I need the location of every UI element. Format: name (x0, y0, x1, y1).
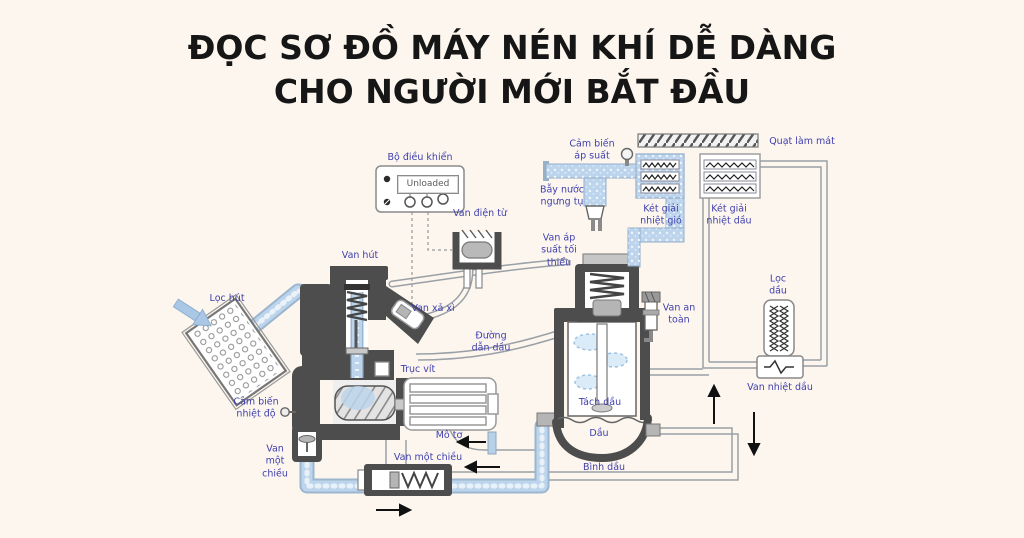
discharge-pipe (543, 161, 649, 231)
cooling-fan (637, 133, 759, 148)
temperature-sensor (280, 407, 296, 417)
controller-wiring (411, 212, 452, 319)
shaft-seal (374, 361, 390, 377)
blow-off-valve (390, 299, 425, 330)
air-inlet-arrow (172, 298, 212, 327)
min-pressure-valve (575, 253, 641, 322)
title-line-2: CHO NGƯỜI MỚI BẮT ĐẦU (273, 72, 751, 111)
flow-arrows (376, 383, 761, 517)
motor (403, 377, 499, 431)
check-valve-left (292, 426, 322, 462)
oil-filter (763, 299, 795, 365)
solenoid-valve (452, 229, 502, 289)
title-line-1: ĐỌC SƠ ĐỒ MÁY NÉN KHÍ DỄ DÀNG (187, 28, 837, 67)
oil-thermal-valve (756, 355, 804, 379)
safety-valve (641, 291, 661, 342)
suction-valve (341, 280, 375, 410)
oil-separator-tank (536, 308, 661, 463)
oil-pipes (385, 160, 828, 481)
oil-cooler (699, 153, 761, 199)
page-title: ĐỌC SƠ ĐỒ MÁY NÉN KHÍ DỄ DÀNG CHO NGƯỜI … (0, 26, 1024, 114)
air-cooler (627, 153, 685, 267)
pressure-sensor (620, 147, 634, 166)
oil-sight-glass (487, 431, 497, 455)
controller-display: Unloaded (397, 175, 459, 194)
check-valve-bottom (357, 464, 452, 496)
